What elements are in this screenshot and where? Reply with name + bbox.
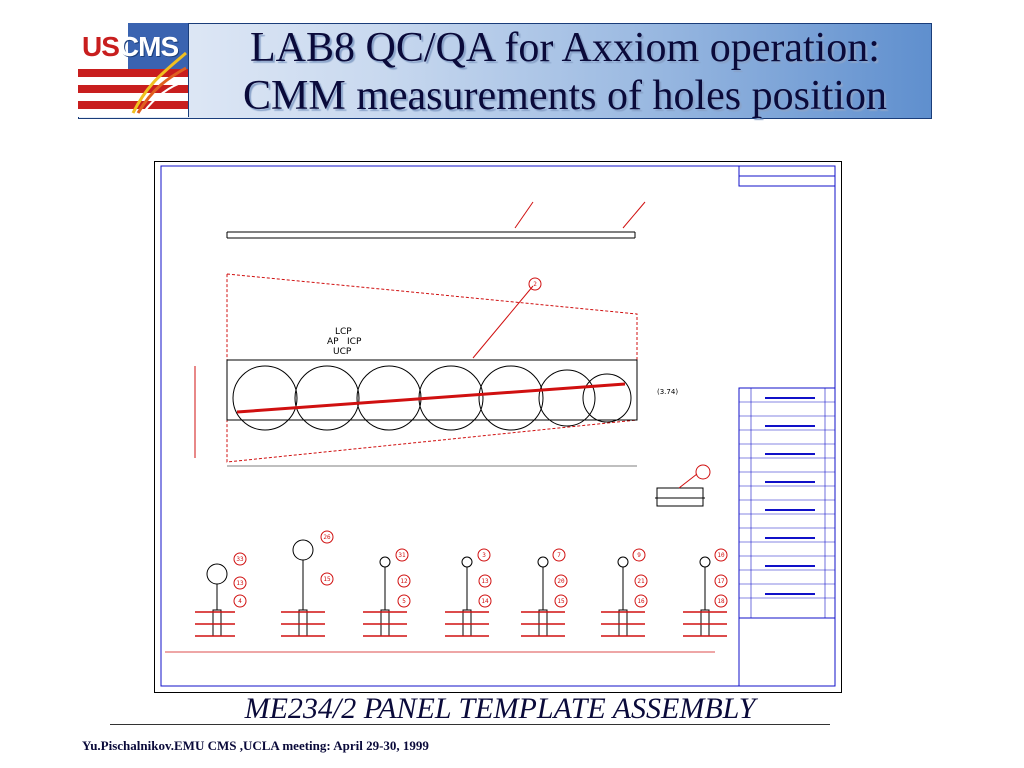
balloon-label: 4	[238, 598, 242, 605]
title-line-1: LAB8 QC/QA for Axxiom operation:	[250, 25, 880, 71]
balloon-label: 3	[482, 552, 486, 559]
balloon-label: 12	[400, 578, 408, 585]
balloon-2	[528, 277, 542, 291]
balloon-mark	[320, 572, 334, 586]
balloon-label: 15	[323, 576, 331, 583]
balloon-mark	[634, 594, 648, 608]
balloon-mark	[233, 576, 247, 590]
balloon-mark	[233, 594, 247, 608]
balloon-mark	[397, 574, 411, 588]
balloon-mark	[552, 548, 566, 562]
logo-cms-text: CMS	[118, 31, 179, 62]
balloon-label: 17	[717, 578, 725, 585]
drawing-svg: 33 13 4 26 15 31 12 5 3 13 14 7 20 15 9 …	[160, 165, 836, 687]
balloon-mark	[632, 548, 646, 562]
slide-footer: Yu.Pischalnikov.EMU CMS ,UCLA meeting: A…	[82, 738, 429, 753]
balloon-mark	[395, 548, 409, 562]
balloon-mark	[714, 574, 728, 588]
caption-divider	[110, 724, 830, 725]
slide-title: LAB8 QC/QA for Axxiom operation: CMM mea…	[200, 24, 930, 120]
balloon-mark	[554, 574, 568, 588]
balloon-label: 33	[236, 556, 244, 563]
flag-graphic	[78, 23, 188, 117]
drawing-caption: ME234/2 PANEL TEMPLATE ASSEMBLY	[244, 692, 756, 725]
balloon-mark	[397, 594, 411, 608]
balloon-mark	[478, 594, 492, 608]
balloon-mark	[634, 574, 648, 588]
balloon-label: 9	[637, 552, 641, 559]
title-line-2: CMM measurements of holes position	[243, 73, 887, 119]
balloon-label: 18	[717, 598, 725, 605]
balloon-label: 10	[717, 552, 725, 559]
balloon-2-label: 2	[533, 281, 537, 288]
label-icp: ICP	[347, 337, 362, 347]
logo-us-text: US	[82, 31, 120, 62]
balloon-label: 14	[481, 598, 489, 605]
balloon-mark	[554, 594, 568, 608]
balloon-mark	[714, 594, 728, 608]
balloon-label: 15	[557, 598, 565, 605]
dimension-label: (3.74)	[657, 388, 678, 396]
balloon-label: 7	[557, 552, 561, 559]
label-ucp: UCP	[333, 347, 352, 357]
logo-wordmark: USCMS	[82, 31, 179, 63]
balloon-mark	[233, 552, 247, 566]
balloon-mark	[477, 548, 491, 562]
balloon-label: 13	[481, 578, 489, 585]
balloon-label: 5	[402, 598, 406, 605]
balloon-label: 21	[637, 578, 645, 585]
balloon-label: 13	[236, 580, 244, 587]
balloon-label: 20	[557, 578, 565, 585]
title-banner	[78, 23, 932, 119]
balloon-mark	[714, 548, 728, 562]
balloon-mark	[320, 530, 334, 544]
balloon-label: 26	[323, 534, 331, 541]
us-cms-logo: USCMS	[78, 23, 189, 117]
balloon-mark	[478, 574, 492, 588]
engineering-drawing: 33 13 4 26 15 31 12 5 3 13 14 7 20 15 9 …	[154, 161, 842, 693]
label-ap: AP	[327, 337, 339, 347]
balloon-label: 16	[637, 598, 645, 605]
balloon-label: 31	[398, 552, 406, 559]
label-lcp: LCP	[335, 327, 352, 337]
